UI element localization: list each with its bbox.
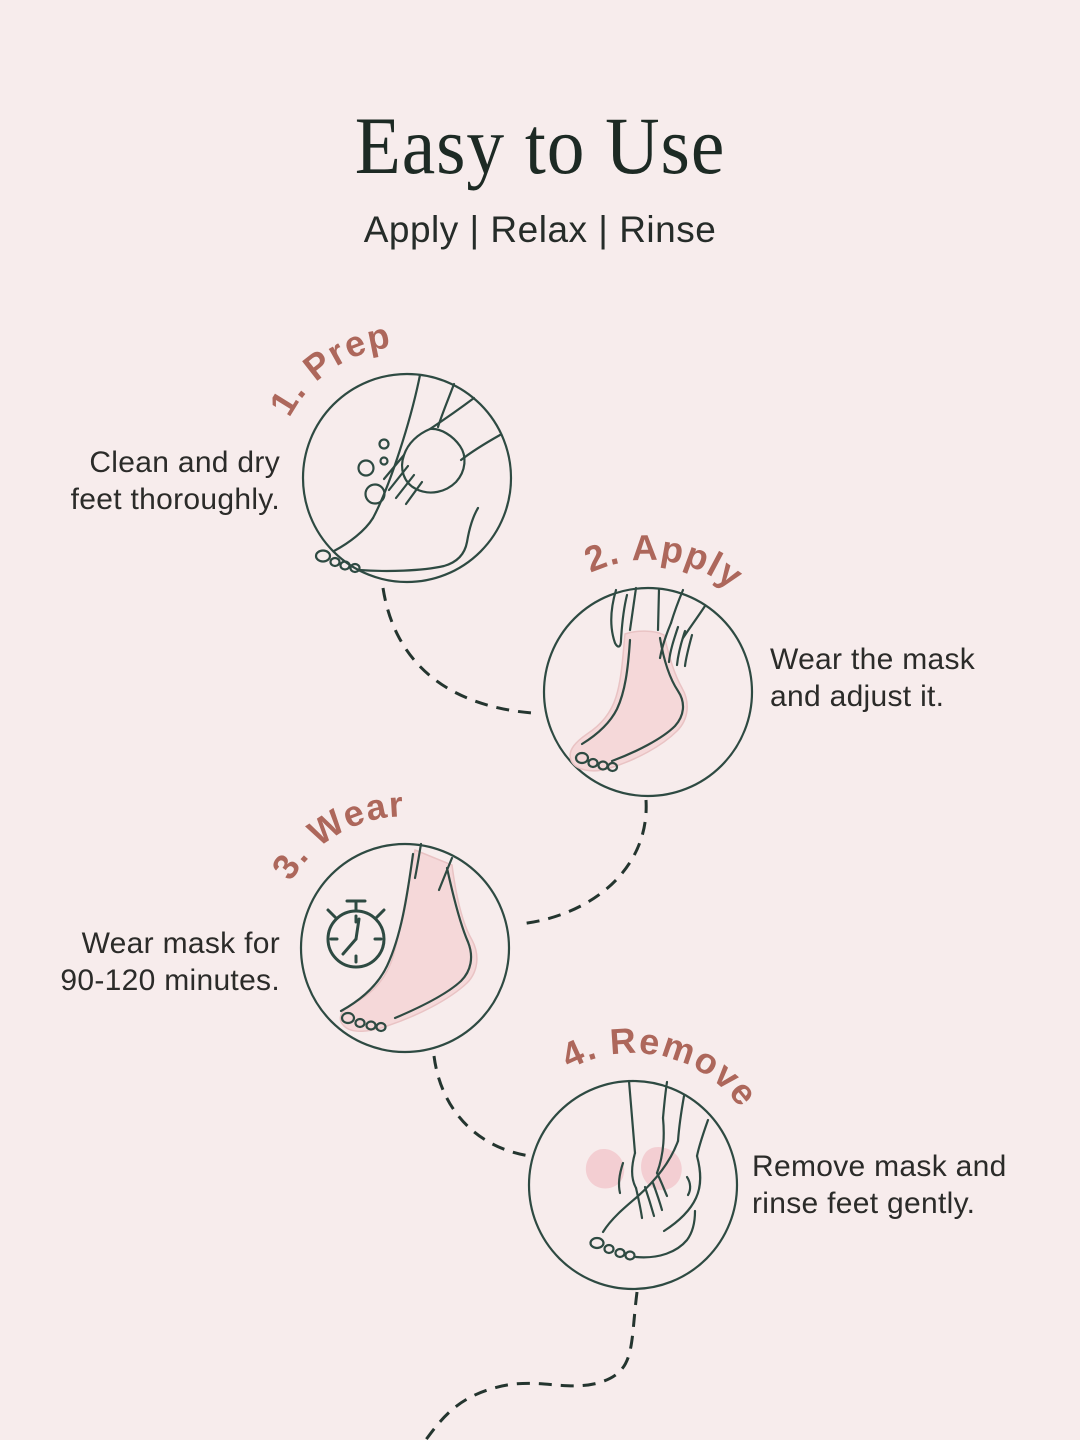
step-2-caption-line2: and adjust it.: [770, 680, 945, 713]
step-3-circle: [299, 842, 511, 1054]
svg-text:4. Remove: 4. Remove: [555, 1020, 767, 1115]
step-3-art: 3. Wear: [263, 783, 511, 1054]
connector-step2-step3: [519, 799, 648, 926]
foot-mask-apply-icon: [569, 586, 707, 773]
step-4-caption: Remove mask and rinse feet gently.: [752, 1148, 1007, 1222]
svg-text:1. Prep: 1. Prep: [261, 314, 394, 422]
foot-mask-timer-icon: [326, 842, 478, 1033]
connector-step4-tail: [423, 1291, 639, 1440]
foot-mask-remove-icon: [585, 1079, 710, 1261]
step-1-circle: [301, 372, 513, 584]
step-1-art: 1. Prep: [261, 314, 513, 584]
step-4-label: 4. Remove: [555, 1020, 765, 1115]
step-4-caption-line2: rinse feet gently.: [752, 1187, 976, 1220]
step-2-caption-line1: Wear the mask: [770, 643, 976, 676]
connector-step3-step4: [432, 1055, 531, 1158]
stopwatch-icon: [326, 899, 386, 969]
step-4-caption-line1: Remove mask and: [752, 1150, 1007, 1183]
step-1-label: 1. Prep: [261, 314, 393, 422]
connector-step1-step2: [381, 587, 533, 715]
step-2-art: 2. Apply: [542, 527, 754, 798]
step-4-art: 4. Remove: [527, 1020, 767, 1291]
step-2-circle: [542, 586, 754, 798]
step-1-caption: Clean and dry feet thoroughly.: [30, 444, 280, 518]
step-2-label: 2. Apply: [579, 527, 750, 597]
step-2-caption: Wear the mask and adjust it.: [770, 641, 975, 715]
page-subtitle: Apply | Relax | Rinse: [363, 209, 717, 250]
step-1-caption-line2: feet thoroughly.: [70, 483, 280, 516]
step-4-circle: [527, 1079, 739, 1291]
step-3-caption: Wear mask for 90-120 minutes.: [28, 925, 280, 999]
svg-text:2. Apply: 2. Apply: [579, 527, 752, 597]
step-1-caption-line1: Clean and dry: [89, 446, 280, 479]
page-title: Easy to Use: [354, 100, 726, 191]
step-3-caption-line2: 90-120 minutes.: [60, 964, 280, 997]
step-3-caption-line1: Wear mask for: [81, 927, 280, 960]
foot-scrub-icon: [314, 373, 502, 574]
